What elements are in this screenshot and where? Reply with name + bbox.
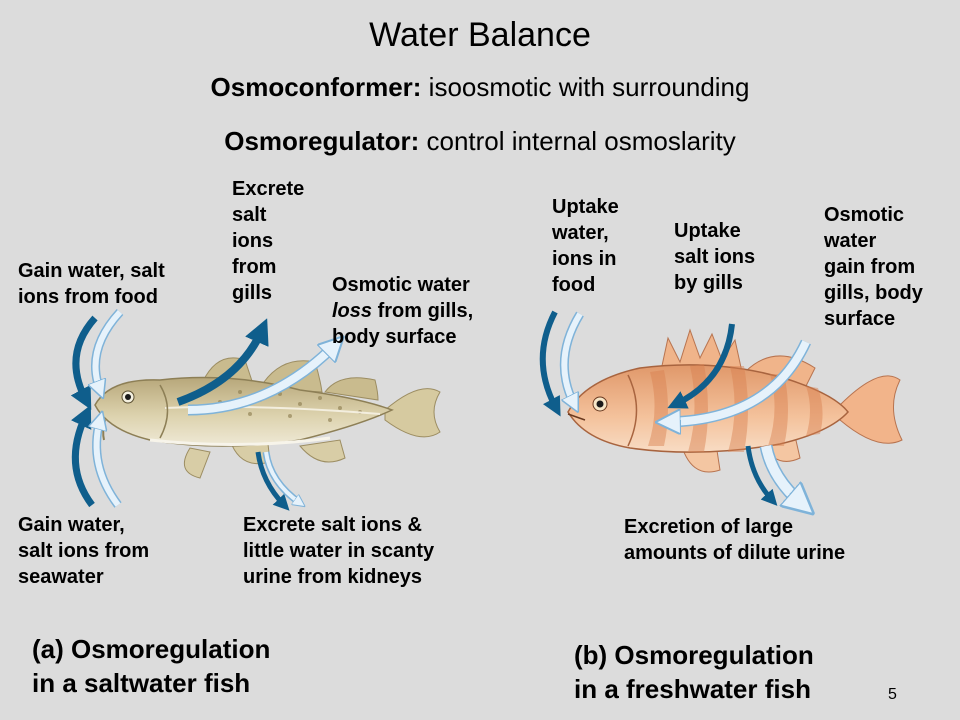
arrow-gain-seawater-water [97, 420, 121, 507]
label-gain-food: Gain water, salt ions from food [18, 260, 165, 308]
arrow-kidney-water-edge [262, 451, 303, 506]
definition-osmoregulator: Osmoregulator: control internal osmoslar… [0, 126, 960, 157]
label-excretion-urine: Excretion of large amounts of dilute uri… [624, 516, 846, 564]
definition-osmoconformer: Osmoconformer: isoosmotic with surroundi… [0, 72, 960, 103]
arrow-uptake-food-salt [539, 310, 561, 417]
arrow-osmotic-loss [187, 345, 335, 414]
label-uptake-gills: Uptake salt ions by gills [674, 220, 756, 294]
definition-term: Osmoregulator: [224, 126, 420, 156]
freshwater-fish [567, 328, 903, 473]
arrow-gain-food-salt [70, 315, 98, 410]
arrow-kidney-water [264, 451, 300, 503]
label-osmotic-gain: Osmotic water gain from gills, body surf… [824, 204, 923, 330]
page-number: 5 [888, 686, 897, 703]
label-uptake-food: Uptake water, ions in food [552, 196, 619, 296]
caption-freshwater: (b) Osmoregulation in a freshwater fish [574, 640, 814, 704]
saltwater-fish [94, 357, 441, 479]
slide-title: Water Balance [369, 16, 591, 54]
arrow-urine-water [761, 444, 802, 504]
arrow-osmotic-gain [668, 340, 810, 422]
label-osmotic-loss: Osmotic water loss from gills, body surf… [332, 274, 474, 348]
label-excrete-gills: Excrete salt ions from gills [232, 178, 305, 304]
freshwater-arrows [539, 310, 810, 506]
arrow-kidney-salt [255, 451, 290, 511]
arrow-gain-seawater-salt [71, 404, 95, 508]
arrow-uptake-gills [667, 323, 735, 409]
label-gain-seawater: Gain water, salt ions from seawater [18, 514, 150, 588]
definition-text: isoosmotic with surrounding [421, 72, 750, 102]
caption-saltwater: (a) Osmoregulation in a saltwater fish [32, 634, 271, 698]
label-excrete-kidneys: Excrete salt ions & little water in scan… [243, 514, 435, 588]
saltwater-arrows [70, 308, 335, 511]
arrow-urine-salt [745, 445, 778, 506]
arrow-uptake-food-water [564, 312, 583, 404]
definition-text: control internal osmoslarity [419, 126, 736, 156]
definition-term: Osmoconformer: [210, 72, 422, 102]
arrow-gain-food-water [96, 309, 123, 390]
arrow-excrete-gills [176, 318, 269, 406]
